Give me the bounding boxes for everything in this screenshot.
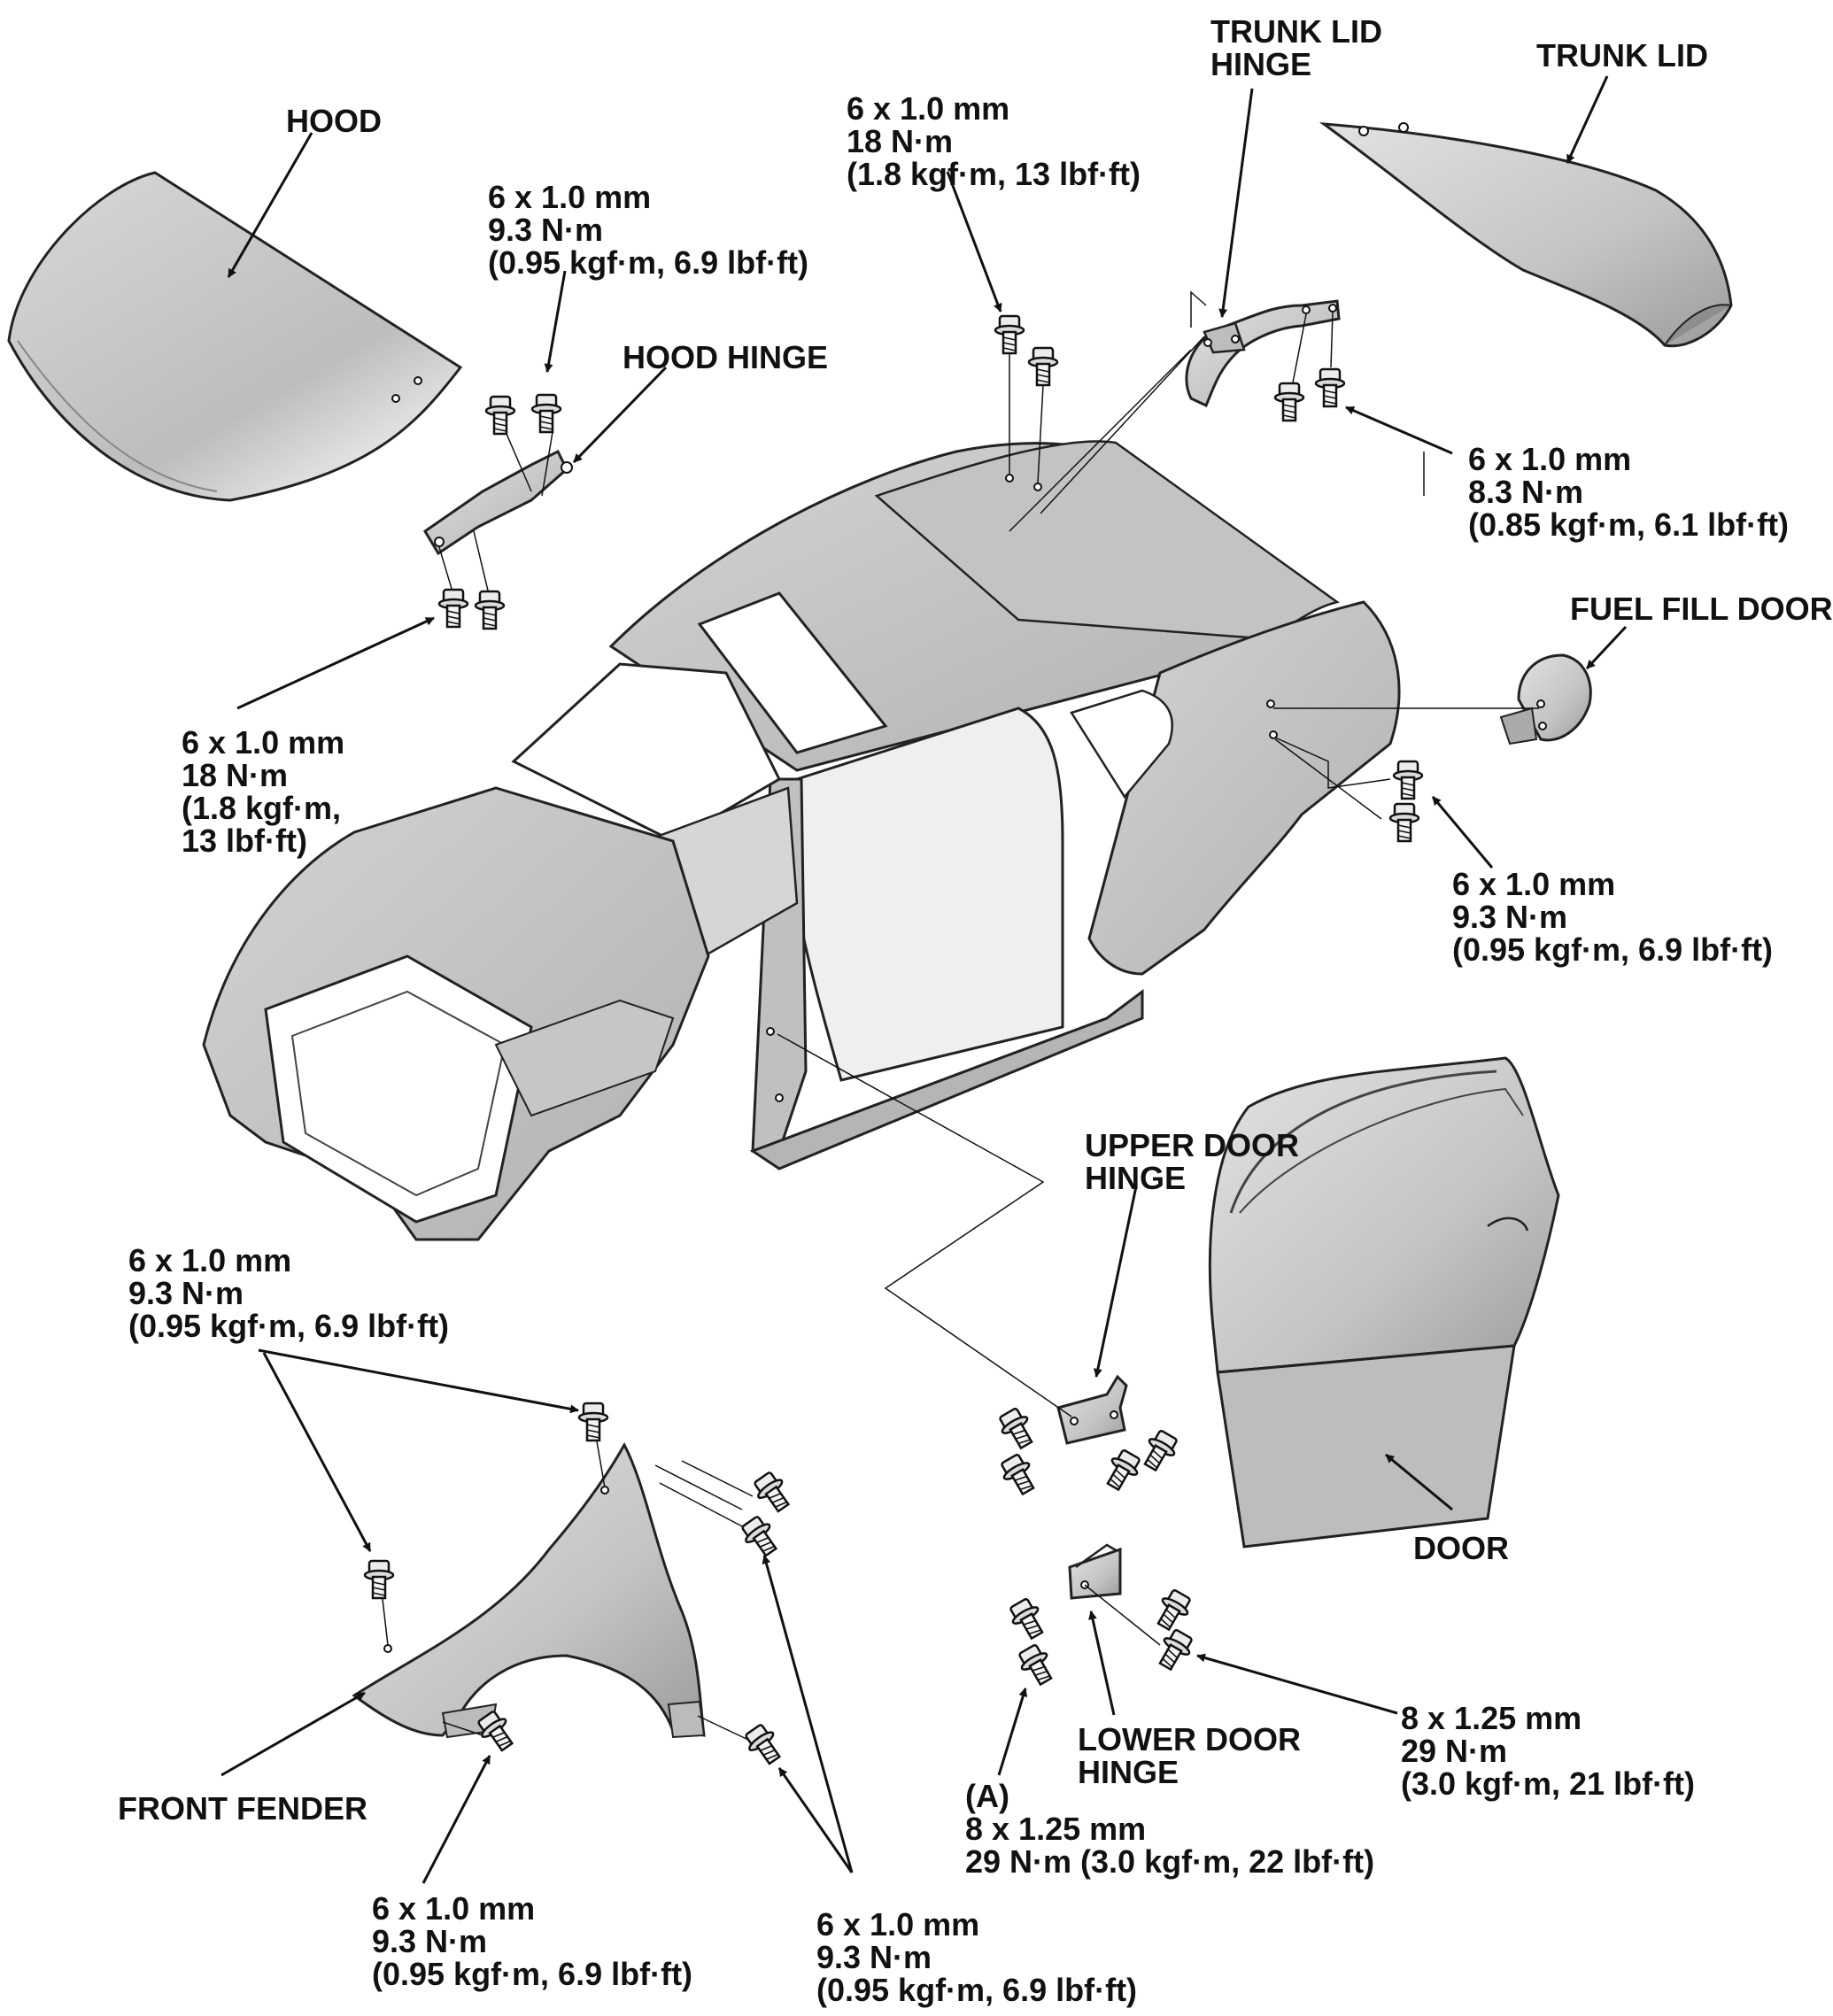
lower-door-hinge-bolts (1004, 1584, 1198, 1690)
spec-hood-hinge-upper: 6 x 1.0 mm 9.3 N·m (0.95 kgf·m, 6.9 lbf·… (488, 179, 809, 281)
trunk-hinge-body-bolts (994, 314, 1205, 532)
fuel-fill-door-part (1499, 653, 1592, 745)
upper-hinge-leader-to-pillar (777, 1033, 1072, 1417)
label-trunk-lid-hinge: TRUNK LID HINGE (1210, 13, 1382, 82)
label-lower-door-hinge: LOWER DOOR HINGE (1078, 1721, 1301, 1790)
spec-fender-rear: 6 x 1.0 mm 9.3 N·m (0.95 kgf·m, 6.9 lbf·… (816, 1906, 1138, 2008)
spec-fuel-fill-door: 6 x 1.0 mm 9.3 N·m (0.95 kgf·m, 6.9 lbf·… (1452, 866, 1774, 968)
trunk-lid-bolts (1273, 311, 1346, 422)
vehicle-body-shell (202, 440, 1401, 1241)
hood-hinge-bolts (437, 393, 562, 630)
spec-hood-hinge-lower: 6 x 1.0 mm 18 N·m (1.8 kgf·m, 13 lbf·ft) (182, 724, 345, 859)
fuel-fill-door-bolts (1273, 707, 1539, 843)
front-fender-bolts (363, 1402, 796, 1770)
label-trunk-lid: TRUNK LID (1536, 37, 1708, 73)
hood-panel (7, 171, 463, 502)
trunk-hinge-guide-lines (1190, 290, 1425, 496)
hood-hinge-part (422, 449, 573, 556)
spec-fender-bottom-left: 6 x 1.0 mm 9.3 N·m (0.95 kgf·m, 6.9 lbf·… (372, 1890, 693, 1992)
lower-door-hinge-part (1068, 1543, 1122, 1600)
front-fender-panel (352, 1441, 706, 1739)
trunk-lid-panel (1319, 122, 1733, 348)
label-hood-hinge: HOOD HINGE (623, 339, 829, 375)
door-panel (1208, 1056, 1560, 1549)
spec-lower-hinge-body: (A) 8 x 1.25 mm 29 N·m (3.0 kgf·m, 22 lb… (965, 1778, 1375, 1880)
upper-door-hinge-part (1056, 1374, 1128, 1445)
leader-arrows (220, 75, 1628, 1884)
label-front-fender: FRONT FENDER (118, 1790, 367, 1827)
label-door: DOOR (1413, 1530, 1509, 1566)
label-upper-door-hinge: UPPER DOOR HINGE (1085, 1127, 1300, 1196)
trunk-lid-hinge-part (1185, 299, 1341, 408)
spec-fender-top: 6 x 1.0 mm 9.3 N·m (0.95 kgf·m, 6.9 lbf·… (128, 1242, 450, 1344)
spec-lower-hinge-door: 8 x 1.25 mm 29 N·m (3.0 kgf·m, 21 lbf·ft… (1401, 1700, 1696, 1802)
spec-trunk-hinge-body: 6 x 1.0 mm 18 N·m (1.8 kgf·m, 13 lbf·ft) (847, 90, 1141, 192)
spec-trunk-lid-bolts: 6 x 1.0 mm 8.3 N·m (0.85 kgf·m, 6.1 lbf·… (1468, 441, 1790, 543)
label-fuel-fill-door: FUEL FILL DOOR (1570, 591, 1833, 627)
label-hood: HOOD (286, 103, 382, 139)
